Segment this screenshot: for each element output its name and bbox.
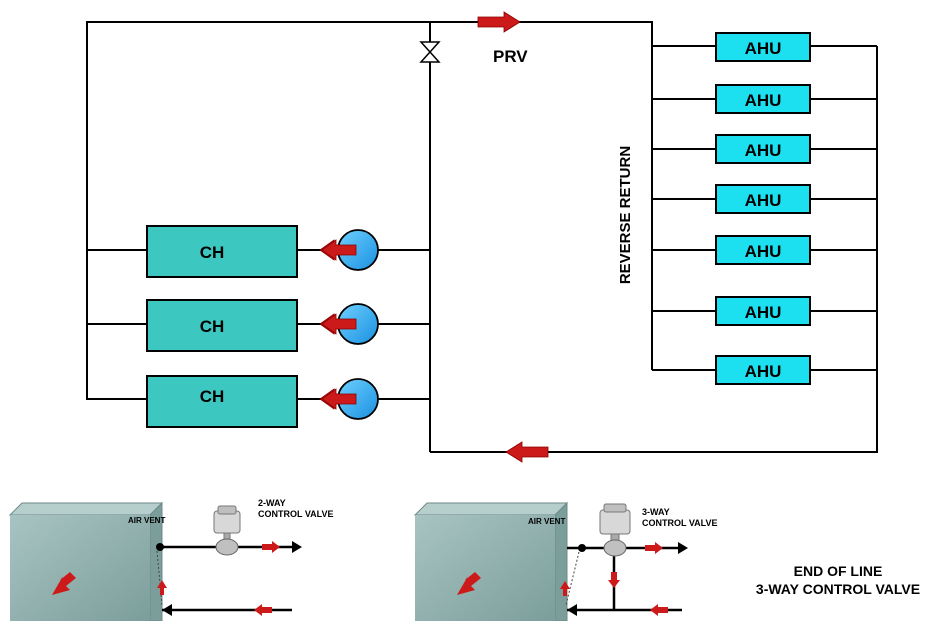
ahu-1: AHU <box>715 32 811 62</box>
air-vent-label: AIR VENT <box>528 517 565 526</box>
ahu-label: AHU <box>745 362 782 381</box>
supply-header-pipe <box>86 21 653 400</box>
detail-3way-valve: AIR VENT 3-WAY CONTROL VALVE <box>413 501 718 622</box>
ahu-7: AHU <box>715 355 811 385</box>
chiller-label: CH <box>200 387 225 406</box>
arrow-down-icon <box>608 572 620 588</box>
ahu-label: AHU <box>745 39 782 58</box>
arrow-left-icon <box>650 604 668 616</box>
chiller-1: CH <box>146 225 298 278</box>
end-of-line-label-1: END OF LINE <box>794 563 883 579</box>
ahu-group: AHU AHU AHU AHU AHU AHU AHU <box>715 32 811 385</box>
air-vent-label: AIR VENT <box>128 516 165 525</box>
coil-box <box>10 515 150 621</box>
arrow-up-icon <box>157 580 167 595</box>
valve-3way-label-2: CONTROL VALVE <box>642 518 718 528</box>
air-vent-icon <box>578 544 586 552</box>
valve-3way-label-1: 3-WAY <box>642 507 670 517</box>
arrow-up-icon <box>560 581 570 596</box>
three-way-valve-icon <box>599 503 631 557</box>
arrow-down-left-icon <box>52 572 76 595</box>
arrow-right-icon <box>262 541 280 553</box>
coil-box <box>415 515 555 621</box>
valve-2way-label-2: CONTROL VALVE <box>258 509 334 519</box>
prv-label: PRV <box>493 47 528 66</box>
chiller-2: CH <box>146 299 298 352</box>
ahu-2: AHU <box>715 84 811 114</box>
detail-2way-valve: AIR VENT 2-WAY CONTROL VALVE <box>8 498 334 622</box>
ahu-branch-pipes <box>651 45 877 371</box>
arrow-right-icon <box>645 542 663 554</box>
two-way-valve-icon <box>213 505 241 556</box>
arrow-right-icon <box>477 11 521 33</box>
arrow-down-left-icon <box>457 572 481 595</box>
chiller-group: CH CH CH <box>146 225 298 428</box>
pump-arrows <box>321 239 357 410</box>
ahu-label: AHU <box>745 242 782 261</box>
chiller-label: CH <box>200 243 225 262</box>
chiller-label: CH <box>200 317 225 336</box>
arrow-left-icon <box>505 441 549 463</box>
ahu-label: AHU <box>745 303 782 322</box>
ahu-label: AHU <box>745 91 782 110</box>
prv-valve-icon <box>419 41 441 63</box>
ahu-4: AHU <box>715 184 811 214</box>
ahu-3: AHU <box>715 134 811 164</box>
end-of-line-label-2: 3-WAY CONTROL VALVE <box>756 581 920 597</box>
air-vent-icon <box>156 543 164 551</box>
ahu-6: AHU <box>715 296 811 326</box>
ahu-label: AHU <box>745 141 782 160</box>
ahu-5: AHU <box>715 235 811 265</box>
arrow-left-icon <box>254 604 272 616</box>
chiller-3: CH <box>146 375 298 428</box>
return-header-pipe <box>430 46 878 453</box>
reverse-return-label: REVERSE RETURN <box>617 146 634 284</box>
pump-group <box>337 229 379 420</box>
ahu-label: AHU <box>745 191 782 210</box>
valve-2way-label-1: 2-WAY <box>258 498 286 508</box>
